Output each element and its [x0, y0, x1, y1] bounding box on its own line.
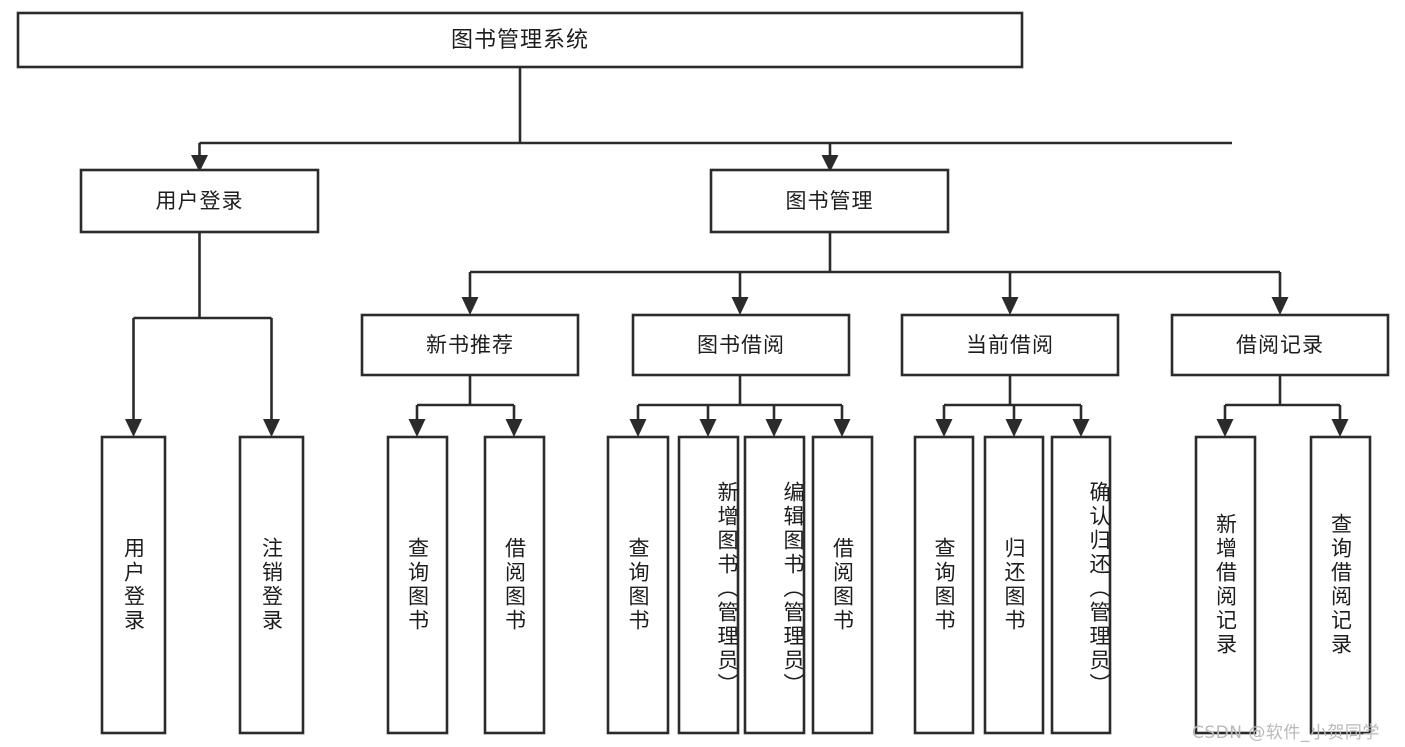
node-current-borrow-label: 当前借阅: [966, 333, 1054, 357]
leaf-box-user-login[interactable]: [100, 435, 167, 735]
leaf-box-borrow-book-1[interactable]: [483, 435, 546, 735]
node-book-management-label: 图书管理: [786, 189, 874, 213]
watermark-text: CSDN @软件_小贺同学: [1192, 723, 1380, 743]
node-current-borrow[interactable]: 当前借阅: [900, 313, 1120, 377]
leaf-box-group: [100, 435, 1372, 735]
leaf-box-logout[interactable]: [238, 435, 305, 735]
leaf-box-borrow-book-2[interactable]: [811, 435, 874, 735]
node-book-borrow[interactable]: 图书借阅: [631, 313, 851, 377]
leaf-box-add-borrow-record[interactable]: [1194, 435, 1257, 735]
node-new-book-recommend-label: 新书推荐: [426, 333, 514, 357]
leaf-box-confirm-return-admin[interactable]: [1050, 435, 1112, 735]
leaf-box-query-book-3[interactable]: [913, 435, 975, 735]
node-borrow-record-label: 借阅记录: [1236, 333, 1324, 357]
node-book-borrow-label: 图书借阅: [697, 333, 785, 357]
node-root[interactable]: 图书管理系统: [16, 11, 1024, 69]
node-new-book-recommend[interactable]: 新书推荐: [360, 313, 580, 377]
leaf-box-add-book-admin[interactable]: [677, 435, 740, 735]
leaf-box-edit-book-admin[interactable]: [743, 435, 806, 735]
leaf-box-query-borrow-record[interactable]: [1309, 435, 1372, 735]
node-book-management[interactable]: 图书管理: [709, 168, 950, 234]
node-user-login[interactable]: 用户登录: [79, 168, 320, 234]
node-borrow-record[interactable]: 借阅记录: [1170, 313, 1390, 377]
edge-group: [125, 67, 1349, 437]
node-root-label: 图书管理系统: [451, 28, 589, 53]
node-user-login-label: 用户登录: [156, 189, 244, 213]
leaf-box-return-book[interactable]: [983, 435, 1045, 735]
leaf-box-query-book-1[interactable]: [386, 435, 449, 735]
leaf-box-query-book-2[interactable]: [606, 435, 670, 735]
